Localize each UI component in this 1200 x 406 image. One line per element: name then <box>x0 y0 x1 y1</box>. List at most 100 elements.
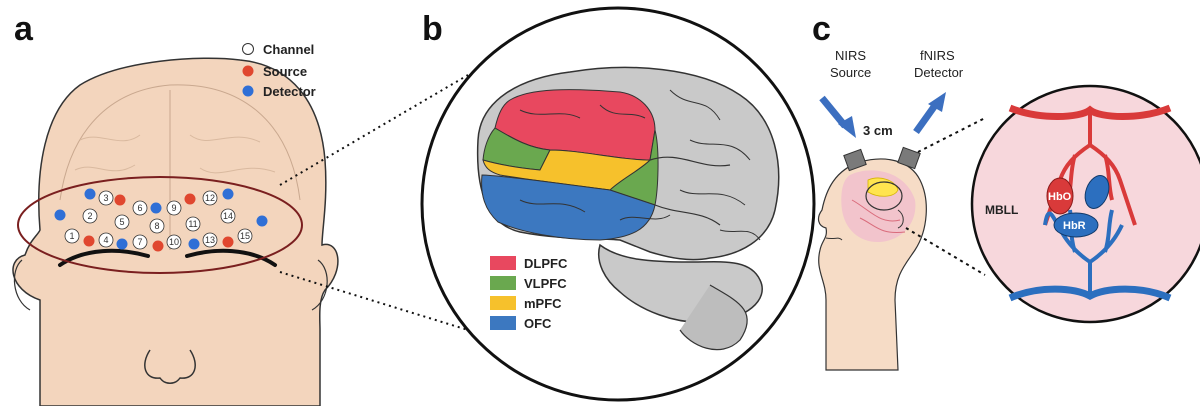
region-ofc <box>481 174 656 241</box>
source-optode <box>843 148 867 172</box>
detector-optode <box>222 188 234 200</box>
source-optode <box>184 193 196 205</box>
left-ear <box>13 259 31 311</box>
brain-lateral-illustration <box>476 66 780 351</box>
artery-top <box>1008 104 1172 120</box>
distance-label: 3 cm <box>863 123 893 138</box>
channel-number: 7 <box>137 237 142 247</box>
detector-optode <box>54 209 66 221</box>
mbll-label: MBLL <box>985 203 1018 217</box>
channel-number: 3 <box>103 193 108 203</box>
detector-optode <box>897 146 921 170</box>
hbr-molecule <box>1053 212 1099 238</box>
channel-marker <box>132 234 148 250</box>
channel-number: 10 <box>169 237 179 247</box>
legend-swatch-dlpfc <box>490 256 516 270</box>
hbr-label: HbR <box>1063 220 1086 232</box>
detector-label-line1: fNIRS <box>920 48 955 63</box>
panel-b: b DLPFC VLPFC mPFC OFC <box>420 6 816 402</box>
scalp-line <box>59 84 301 201</box>
head-profile-illustration <box>817 158 927 371</box>
channel-marker <box>202 190 218 206</box>
nose <box>144 349 196 384</box>
legend-channel-label: Channel <box>263 42 314 57</box>
channel-marker <box>185 216 201 232</box>
channel-number: 8 <box>154 221 159 231</box>
region-legend: DLPFC VLPFC mPFC OFC <box>490 256 568 331</box>
head-front-illustration <box>12 57 339 406</box>
zoom-line-c-upper <box>917 117 986 153</box>
channel-marker <box>64 228 80 244</box>
venous-branches <box>1043 209 1124 296</box>
channel-marker <box>82 208 98 224</box>
legend-swatch-mpfc <box>490 296 516 310</box>
profile-vessels <box>851 199 906 234</box>
panel-b-letter: b <box>422 10 443 48</box>
channel-marker <box>132 200 148 216</box>
channel-marker <box>220 208 236 224</box>
probe-region-ellipse <box>17 176 303 274</box>
detector-optode <box>256 215 268 227</box>
detector-optode <box>84 188 96 200</box>
panel-c: c NIRS Source fNIRS Detector 3 cm <box>812 10 1200 371</box>
detector-optode <box>116 238 128 250</box>
zoom-line-lower <box>279 271 469 331</box>
channel-number: 5 <box>119 217 124 227</box>
panel-a-legend: Channel Source Detector <box>242 42 316 99</box>
channel-marker <box>98 232 114 248</box>
detector-optode <box>150 202 162 214</box>
channel-marker <box>98 190 114 206</box>
legend-label-mpfc: mPFC <box>524 296 562 311</box>
channel-number: 2 <box>87 211 92 221</box>
legend-swatch-ofc <box>490 316 516 330</box>
panel-c-letter: c <box>812 10 831 48</box>
channel-marker <box>166 200 182 216</box>
channel-number: 1 <box>69 231 74 241</box>
hbo-label: HbO <box>1048 191 1072 203</box>
zoom-line-upper <box>279 74 469 186</box>
vessel-zoom-circle <box>970 84 1200 324</box>
brain-sulci <box>519 89 761 241</box>
source-optode <box>152 240 164 252</box>
eye <box>825 237 843 241</box>
detector-arrow <box>913 92 946 135</box>
legend-label-ofc: OFC <box>524 316 552 331</box>
zoom-line-c-lower <box>905 227 986 276</box>
head-outline <box>12 57 339 406</box>
brain-gyri <box>74 134 276 174</box>
panel-a-letter: a <box>14 10 34 48</box>
channel-number: 15 <box>240 231 250 241</box>
channel-marker <box>166 234 182 250</box>
channel-number: 6 <box>137 203 142 213</box>
sampling-ellipse <box>865 181 903 211</box>
lateral-fissure <box>649 156 731 226</box>
detector-optode <box>188 238 200 250</box>
legend-source-marker <box>242 65 254 77</box>
left-eyebrow <box>58 248 150 267</box>
channel-marker <box>149 218 165 234</box>
ear <box>897 209 904 229</box>
channel-number: 4 <box>103 235 108 245</box>
legend-swatch-vlpfc <box>490 276 516 290</box>
legend-label-dlpfc: DLPFC <box>524 256 568 271</box>
hbo-molecule <box>1046 177 1074 215</box>
legend-source-label: Source <box>263 64 307 79</box>
hbr-vessel-marker <box>1084 175 1110 209</box>
legend-detector-marker <box>242 85 254 97</box>
channel-number: 12 <box>205 193 215 203</box>
channel-marker <box>237 228 253 244</box>
source-label-line2: Source <box>830 65 871 80</box>
source-optode <box>222 236 234 248</box>
legend-channel-marker <box>242 43 254 55</box>
channel-marker <box>114 214 130 230</box>
right-eyebrow <box>185 248 277 267</box>
legend-label-vlpfc: VLPFC <box>524 276 567 291</box>
channel-number: 9 <box>171 203 176 213</box>
channel-number: 14 <box>223 211 233 221</box>
channel-number: 13 <box>205 235 215 245</box>
region-mpfc <box>482 149 652 191</box>
legend-detector-label: Detector <box>263 84 316 99</box>
